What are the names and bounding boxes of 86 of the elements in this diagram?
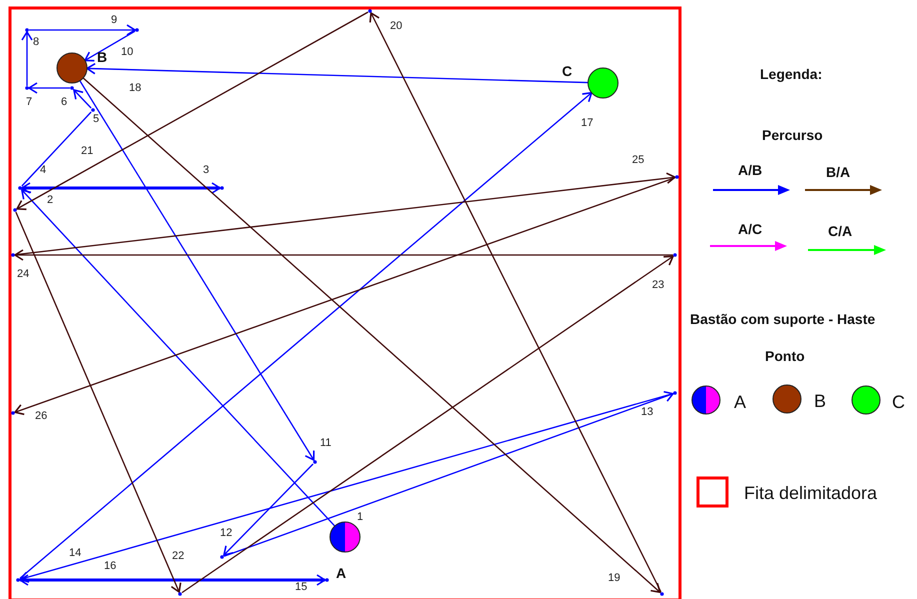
- path-arrow: [14, 249, 673, 261]
- waypoint-dot: [16, 578, 20, 582]
- waypoint-dot: [673, 391, 677, 395]
- waypoint-dot: [660, 592, 664, 596]
- waypoint-dot: [91, 108, 95, 112]
- waypoint-number: 12: [220, 528, 232, 539]
- edge-label: 14: [68, 548, 82, 559]
- legend-heading: Bastão com suporte - Haste: [690, 312, 876, 326]
- path-arrow: [16, 12, 368, 210]
- path-arrow: [86, 62, 588, 84]
- point-marker: [330, 522, 360, 552]
- waypoint-dot: [673, 253, 677, 257]
- path-arrow: [21, 189, 336, 526]
- edge-label: 16: [103, 561, 118, 572]
- waypoint-number: 17: [581, 118, 594, 129]
- legend-text: A/C: [738, 222, 762, 236]
- waypoint-dot: [135, 28, 139, 32]
- waypoint-number: 22: [172, 551, 184, 562]
- waypoint-number: 15: [295, 582, 308, 593]
- path-arrow: [14, 177, 676, 416]
- legend-text: B: [814, 392, 826, 410]
- path-arrow: [21, 31, 33, 86]
- legend-text: C: [892, 393, 905, 411]
- path-arrow: [14, 172, 676, 256]
- path-arrow: [369, 12, 662, 592]
- waypoint-number: 13: [641, 407, 654, 418]
- legend-heading: Percurso: [762, 128, 823, 142]
- point-marker: [56, 52, 88, 84]
- waypoint-number: 4: [40, 165, 46, 176]
- path-arrow: [20, 92, 592, 579]
- point-label: A: [336, 566, 346, 580]
- waypoint-number: 24: [17, 269, 30, 280]
- waypoint-dot: [11, 253, 15, 257]
- waypoint-dot: [220, 186, 224, 190]
- legend-text: Fita delimitadora: [744, 484, 878, 502]
- path-arrow: [15, 212, 182, 593]
- legend-text: A/B: [738, 163, 762, 177]
- path-arrow: [224, 390, 674, 557]
- path-arrow: [21, 182, 221, 194]
- waypoint-dot: [178, 592, 182, 596]
- point-marker: [588, 68, 618, 98]
- waypoint-number: 11: [320, 438, 332, 449]
- edge-label: 21: [80, 146, 94, 157]
- path-arrow: [29, 24, 136, 36]
- legend-text: B/A: [826, 165, 850, 179]
- waypoint-dot: [368, 9, 372, 13]
- waypoint-dot: [325, 578, 329, 582]
- waypoint-number: 19: [608, 573, 620, 584]
- path-arrow: [19, 392, 674, 583]
- point-label: B: [97, 50, 108, 64]
- waypoint-dot: [70, 86, 74, 90]
- path-arrow: [82, 78, 661, 594]
- waypoint-number: 23: [652, 280, 664, 291]
- waypoint-number: 8: [33, 37, 40, 48]
- waypoint-dot: [313, 460, 317, 464]
- legend-text: C/A: [828, 224, 852, 238]
- waypoint-dot: [25, 86, 29, 90]
- waypoint-number: 9: [111, 15, 118, 26]
- path-arrow: [19, 574, 326, 586]
- path-arrow: [73, 89, 92, 108]
- path-arrow: [182, 256, 674, 594]
- path-arrow: [79, 80, 315, 461]
- edge-label: 18: [128, 83, 142, 94]
- point-label: C: [562, 64, 572, 78]
- waypoint-number: 26: [35, 411, 48, 422]
- legend-heading: Legenda:: [760, 67, 822, 81]
- waypoint-dot: [675, 175, 679, 179]
- waypoint-number: 2: [47, 195, 54, 206]
- waypoint-dot: [25, 28, 29, 32]
- waypoint-number: 25: [632, 155, 644, 166]
- waypoint-number: 3: [203, 165, 210, 176]
- path-arrow: [223, 464, 314, 556]
- path-arrow: [84, 30, 136, 62]
- waypoint-number: 6: [61, 97, 68, 108]
- waypoint-dot: [220, 555, 224, 559]
- edge-label: 10: [120, 47, 134, 58]
- waypoint-number: 1: [357, 512, 364, 523]
- waypoint-dot: [11, 411, 15, 415]
- legend-heading: Ponto: [765, 349, 805, 363]
- legend-text: A: [734, 393, 746, 411]
- waypoint-dot: [18, 186, 22, 190]
- waypoint-dot: [13, 208, 17, 212]
- waypoint-number: 5: [93, 114, 100, 125]
- waypoint-number: 20: [390, 21, 402, 32]
- waypoint-number: 7: [26, 97, 32, 108]
- path-arrow: [28, 82, 70, 94]
